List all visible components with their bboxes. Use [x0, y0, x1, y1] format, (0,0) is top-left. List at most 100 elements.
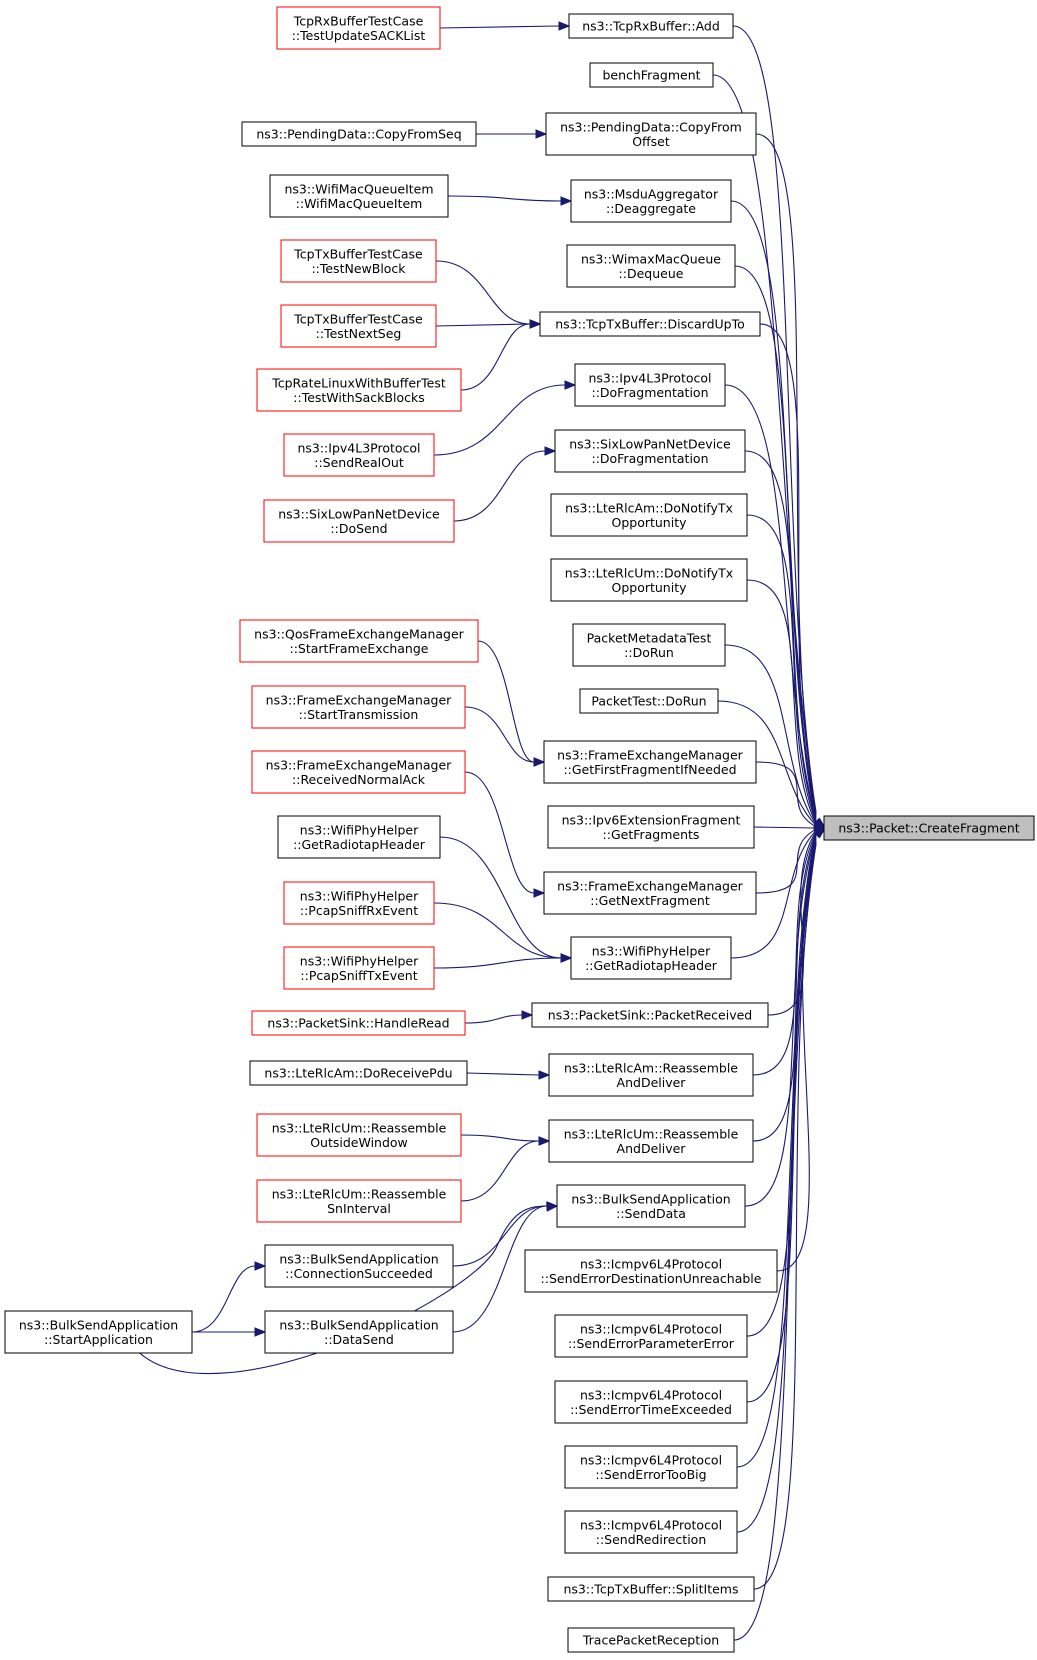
function-node[interactable]: TcpTxBufferTestCase::TestNextSeg	[280, 304, 437, 348]
function-node[interactable]: TcpTxBufferTestCase::TestNewBlock	[280, 239, 437, 283]
function-node[interactable]: ns3::WimaxMacQueue::Dequeue	[566, 244, 736, 288]
function-node[interactable]: TracePacketReception	[567, 1627, 735, 1653]
function-node[interactable]: ns3::PacketSink::HandleRead	[251, 1010, 466, 1036]
function-node[interactable]: ns3::Icmpv6L4Protocol::SendErrorTimeExce…	[554, 1380, 748, 1424]
node-box	[570, 179, 732, 223]
node-label: ::ConnectionSucceeded	[285, 1266, 433, 1281]
function-node[interactable]: ns3::Icmpv6L4Protocol::SendErrorParamete…	[554, 1314, 748, 1358]
function-node[interactable]: ns3::Icmpv6L4Protocol::SendErrorDestinat…	[524, 1249, 778, 1293]
function-node[interactable]: ns3::WifiPhyHelper::PcapSniffTxEvent	[283, 946, 435, 990]
function-node[interactable]: ns3::TcpRxBuffer::Add	[568, 13, 734, 39]
node-box	[545, 112, 757, 156]
edge-n44-to-n19	[460, 1134, 551, 1146]
node-label: ns3::LteRlcAm::DoReceivePdu	[264, 1066, 452, 1081]
function-node[interactable]: TcpRateLinuxWithBufferTest::TestWithSack…	[256, 368, 462, 412]
function-node[interactable]: benchFragment	[589, 62, 714, 88]
function-node[interactable]: ns3::QosFrameExchangeManager::StartFrame…	[239, 619, 479, 663]
node-label: ::GetNextFragment	[590, 893, 710, 908]
function-node[interactable]: ns3::WifiPhyHelper::PcapSniffRxEvent	[283, 881, 435, 925]
node-label: ::GetFragments	[603, 827, 700, 842]
function-node[interactable]: PacketTest::DoRun	[579, 688, 719, 714]
function-node[interactable]: ns3::WifiMacQueueItem::WifiMacQueueItem	[269, 174, 449, 218]
function-node[interactable]: ns3::Icmpv6L4Protocol::SendErrorTooBig	[564, 1445, 738, 1489]
node-box	[572, 623, 726, 667]
node-label: ns3::Icmpv6L4Protocol	[580, 1452, 722, 1467]
node-label: ::GetRadiotapHeader	[585, 958, 718, 973]
arrowhead	[558, 21, 571, 31]
edge-line	[439, 25, 560, 29]
node-box	[554, 1314, 748, 1358]
edge-n18-to-target	[752, 825, 827, 1076]
function-node[interactable]: ns3::TcpTxBuffer::DiscardUpTo	[539, 311, 761, 337]
node-label: ::StartTransmission	[299, 707, 419, 722]
node-label: ns3::Ipv6ExtensionFragment	[562, 812, 741, 827]
edge-line	[724, 644, 817, 825]
function-node[interactable]: ns3::SixLowPanNetDevice::DoSend	[263, 499, 455, 543]
node-label: ns3::LteRlcUm::Reassemble	[272, 1186, 447, 1201]
function-node[interactable]: ns3::TcpTxBuffer::SplitItems	[547, 1576, 755, 1602]
function-node[interactable]: TcpRxBufferTestCase::TestUpdateSACKList	[276, 6, 441, 50]
function-node[interactable]: ns3::BulkSendApplication::StartApplicati…	[4, 1310, 193, 1354]
function-node[interactable]: ns3::Ipv6ExtensionFragment::GetFragments	[547, 805, 755, 849]
function-node[interactable]: ns3::BulkSendApplication::DataSend	[264, 1310, 454, 1354]
edge-line	[435, 260, 531, 325]
node-label: ns3::WifiPhyHelper	[300, 953, 419, 968]
function-node[interactable]: ns3::Ipv4L3Protocol::DoFragmentation	[574, 363, 726, 407]
target-node[interactable]: ns3::Packet::CreateFragment	[823, 815, 1035, 841]
arrowhead	[521, 1010, 534, 1020]
function-node[interactable]: ns3::FrameExchangeManager::ReceivedNorma…	[251, 750, 466, 794]
edge-line	[753, 826, 816, 829]
function-node[interactable]: ns3::BulkSendApplication::SendData	[556, 1184, 746, 1228]
function-node[interactable]: ns3::FrameExchangeManager::StartTransmis…	[251, 685, 466, 729]
function-node[interactable]: PacketMetadataTest::DoRun	[572, 623, 726, 667]
arrowhead	[564, 380, 577, 390]
function-node[interactable]: ns3::BulkSendApplication::ConnectionSucc…	[264, 1244, 454, 1288]
node-label: Opportunity	[611, 580, 687, 595]
function-node[interactable]: ns3::SixLowPanNetDevice::DoFragmentation	[554, 429, 746, 473]
function-node[interactable]: ns3::PacketSink::PacketReceived	[531, 1002, 769, 1028]
node-label: ns3::FrameExchangeManager	[557, 747, 743, 762]
node-box	[564, 1445, 738, 1489]
node-box	[554, 429, 746, 473]
node-label: TcpTxBufferTestCase	[293, 246, 423, 261]
function-node[interactable]: ns3::Icmpv6L4Protocol::SendRedirection	[564, 1510, 738, 1554]
edge-n27-to-target	[733, 827, 827, 1641]
function-node[interactable]: ns3::PendingData::CopyFromSeq	[241, 121, 477, 147]
node-box	[550, 493, 748, 537]
node-box	[249, 1060, 468, 1086]
function-node[interactable]: ns3::WifiPhyHelper::GetRadiotapHeader	[277, 815, 441, 859]
node-label: ns3::SixLowPanNetDevice	[278, 506, 440, 521]
function-node[interactable]: ns3::LteRlcAm::DoReceivePdu	[249, 1060, 468, 1086]
function-node[interactable]: ns3::MsduAggregator::Deaggregate	[570, 179, 732, 223]
function-node[interactable]: ns3::WifiPhyHelper::GetRadiotapHeader	[570, 936, 732, 980]
edge-n25-to-target	[736, 827, 827, 1533]
arrowhead	[560, 196, 573, 206]
edge-line	[453, 450, 546, 522]
edge-line	[717, 700, 817, 826]
node-label: ::TestNewBlock	[311, 261, 406, 276]
arrowhead	[538, 1070, 551, 1080]
node-label: ::GetFirstFragmentIfNeeded	[563, 762, 736, 777]
node-label: ::TestUpdateSACKList	[292, 28, 426, 43]
node-label: ::Dequeue	[619, 266, 684, 281]
node-box	[4, 1310, 193, 1354]
node-label: ::DoFragmentation	[591, 451, 708, 466]
node-label: ns3::Ipv4L3Protocol	[588, 370, 711, 385]
node-label: Opportunity	[611, 515, 687, 530]
edge-n43-to-n18	[466, 1070, 551, 1080]
node-box	[251, 1010, 466, 1036]
edge-line	[460, 323, 531, 391]
edge-n29-to-n3	[476, 129, 548, 139]
function-node[interactable]: ns3::FrameExchangeManager::GetNextFragme…	[543, 871, 757, 915]
function-node[interactable]: ns3::Ipv4L3Protocol::SendRealOut	[283, 433, 435, 477]
edge-line	[433, 384, 566, 456]
function-node[interactable]: ns3::FrameExchangeManager::GetFirstFragm…	[543, 740, 757, 784]
